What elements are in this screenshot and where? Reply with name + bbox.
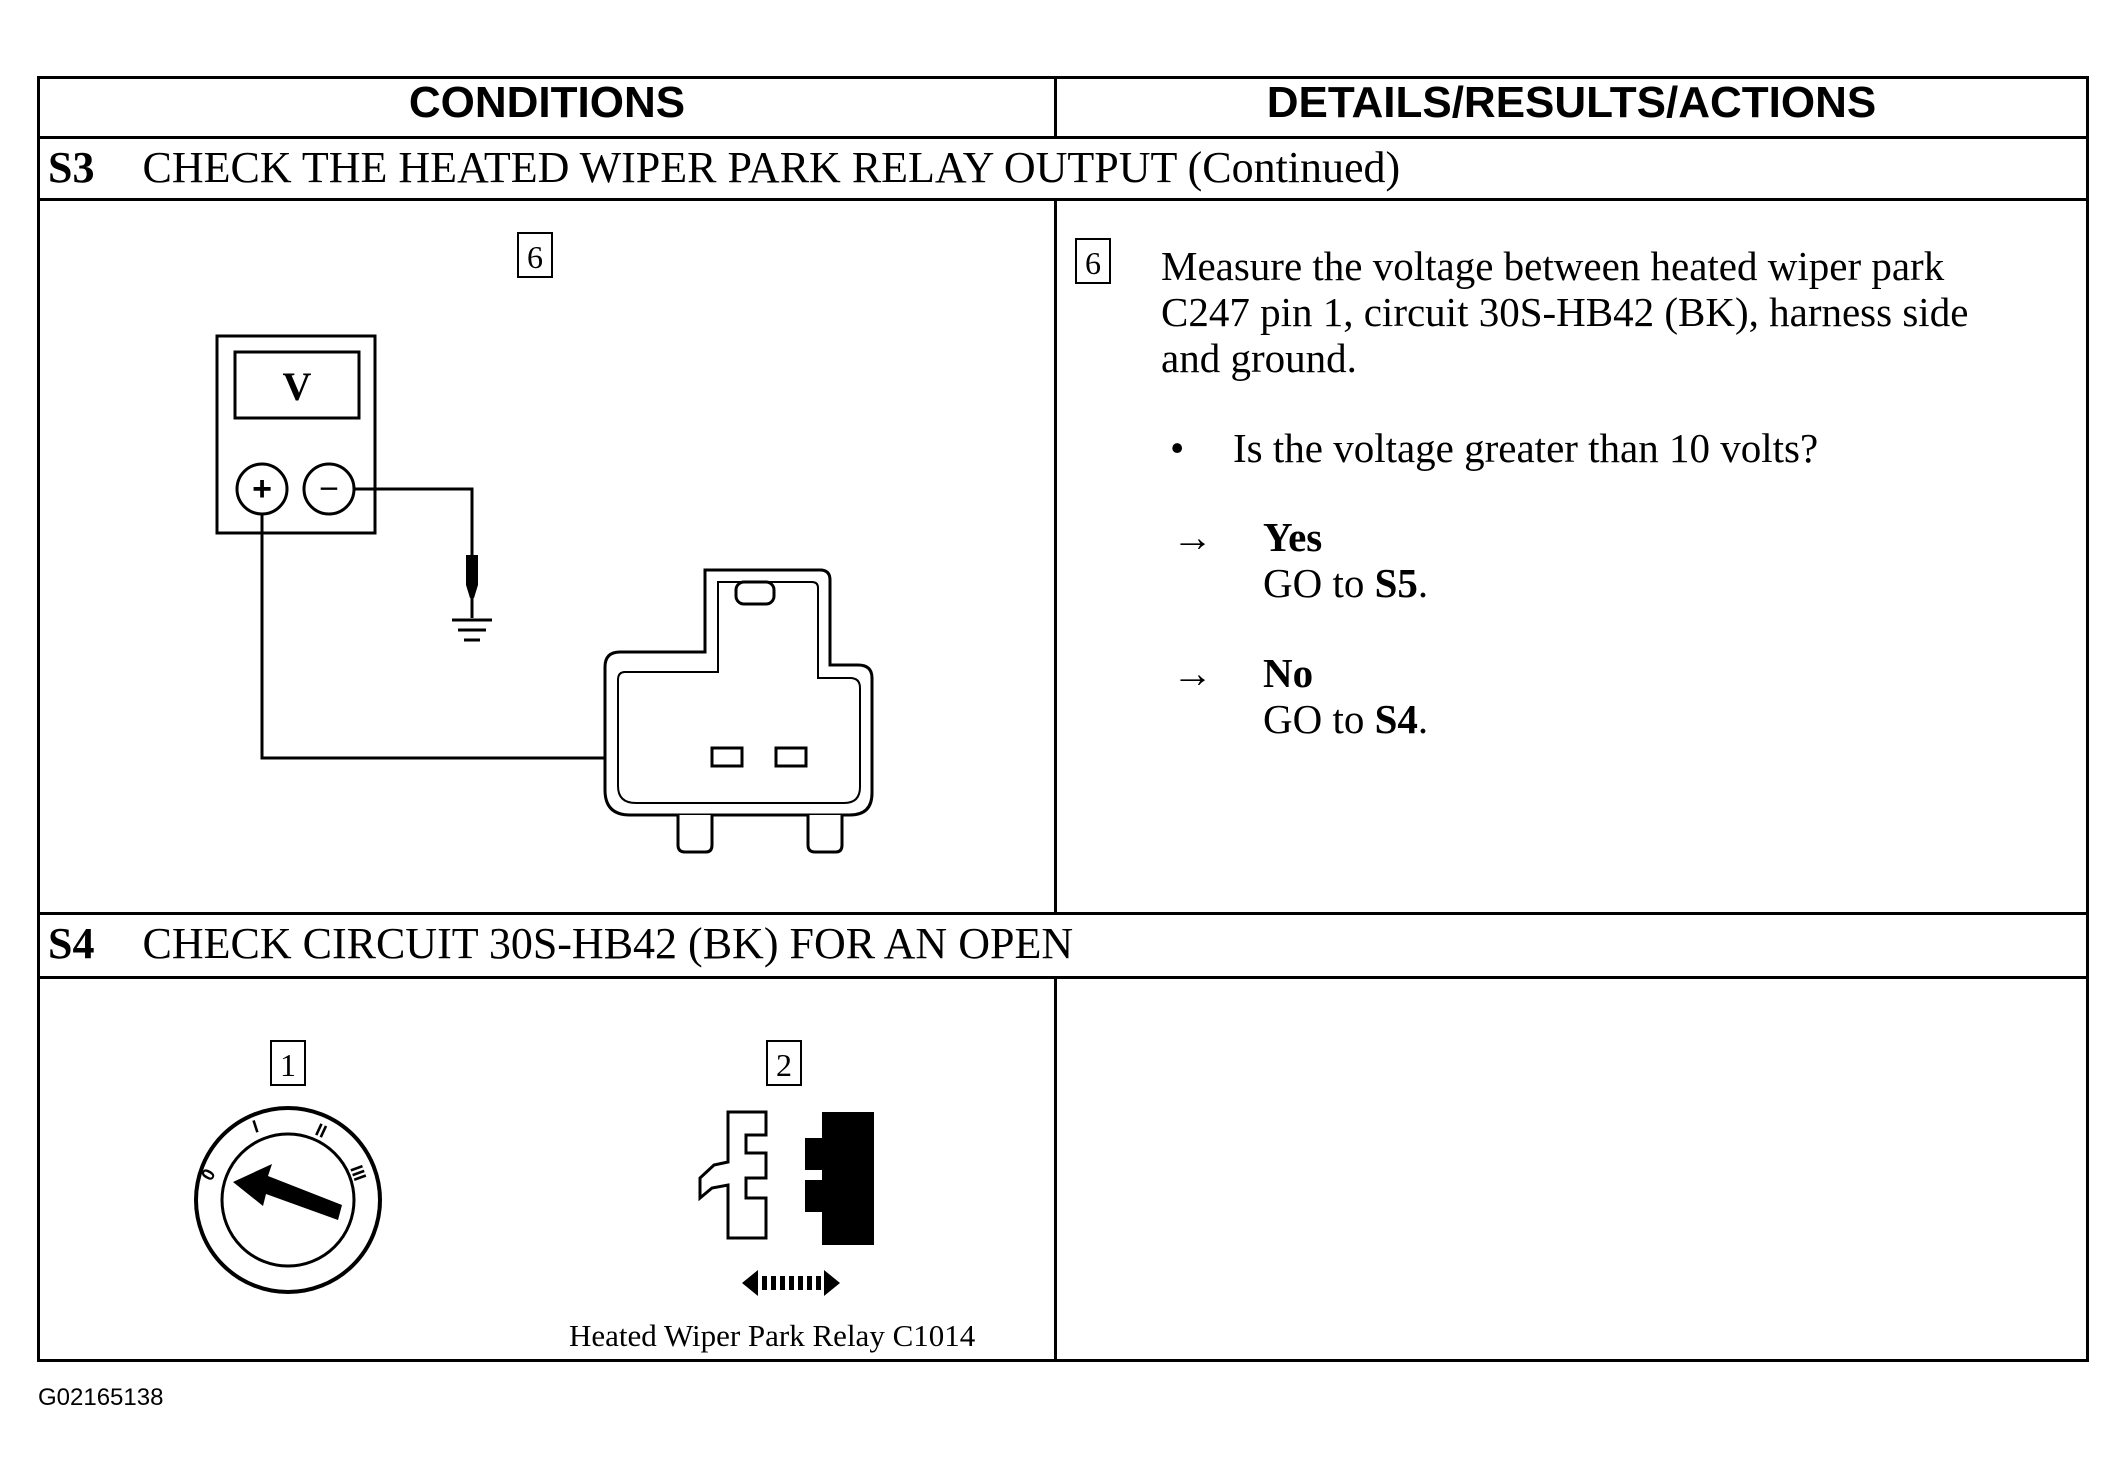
- s3-detail-step-number-box: 6: [1075, 238, 1111, 284]
- positive-lead-wire: [260, 514, 640, 760]
- header-column-divider: [1054, 76, 1057, 138]
- negative-lead-wire: [354, 487, 474, 555]
- detail-line: C247 pin 1, circuit 30S-HB42 (BK), harne…: [1161, 289, 1969, 335]
- detail-line: and ground.: [1161, 335, 1357, 381]
- table-right-border: [2086, 76, 2089, 1362]
- relay-connector-outer: [603, 568, 874, 817]
- no-action: GO to S4.: [1263, 696, 1429, 742]
- question-text: Is the voltage greater than 10 volts?: [1233, 425, 1819, 471]
- connector-tab-left: [676, 815, 714, 854]
- no-label: No: [1263, 650, 1314, 696]
- table-bottom-border: [37, 1359, 2089, 1362]
- table-top-border: [37, 76, 2089, 79]
- question-bullet: •: [1170, 425, 1185, 471]
- s3-step-title: CHECK THE HEATED WIPER PARK RELAY OUTPUT…: [142, 143, 1401, 192]
- figure-id: G02165138: [38, 1384, 164, 1411]
- s3-step-id: S3: [48, 143, 95, 192]
- s4-section-title-row: S4 CHECK CIRCUIT 30S-HB42 (BK) FOR AN OPE…: [48, 918, 1073, 969]
- s4-step-id: S4: [48, 919, 95, 968]
- voltmeter-probe-illustration: V + −: [215, 334, 874, 854]
- detail-line: Measure the voltage between heated wiper…: [1161, 243, 1945, 289]
- negative-terminal-symbol: −: [319, 470, 339, 508]
- relay-half: [805, 1112, 874, 1245]
- relay-caption: Heated Wiper Park Relay C1014: [569, 1318, 976, 1353]
- s4-title-top-divider: [37, 912, 2089, 915]
- switch-position-3: III: [346, 1163, 370, 1184]
- s4-step-title: CHECK CIRCUIT 30S-HB42 (BK) FOR AN OPEN: [142, 919, 1074, 968]
- positive-terminal-symbol: +: [252, 470, 272, 508]
- connector-pin-1: [710, 746, 744, 768]
- connector-pin-2: [774, 746, 808, 768]
- s3-column-divider: [1054, 198, 1057, 914]
- voltmeter-display-label: V: [283, 364, 312, 409]
- ignition-key-arrow-icon: [233, 1164, 342, 1220]
- yes-action: GO to S5.: [1263, 560, 1429, 606]
- connector-tab-right: [806, 815, 844, 854]
- conditions-header: CONDITIONS: [408, 78, 686, 127]
- relay-connector-inner: [617, 581, 861, 804]
- s4-column-divider: [1054, 976, 1057, 1362]
- connector-latch: [734, 580, 776, 606]
- voltmeter-display: [233, 350, 361, 420]
- s4-step-2-box: 2: [766, 1040, 802, 1086]
- switch-position-1: I: [250, 1116, 261, 1137]
- details-header: DETAILS/RESULTS/ACTIONS: [1266, 78, 1877, 127]
- s3-title-divider: [37, 198, 2089, 201]
- s3-section-title-row: S3 CHECK THE HEATED WIPER PARK RELAY OUTP…: [48, 142, 1400, 193]
- s3-step-number-box: 6: [517, 232, 553, 278]
- s3-detail-paragraph: Measure the voltage between heated wiper…: [1161, 243, 1968, 381]
- no-arrow-icon: →: [1172, 650, 1213, 696]
- yes-action-prefix: GO to: [1263, 560, 1365, 606]
- ground-probe: [466, 555, 478, 598]
- table-left-border: [37, 76, 40, 1362]
- no-action-target: S4: [1374, 696, 1418, 742]
- s4-title-bottom-divider: [37, 976, 2089, 979]
- yes-label: Yes: [1263, 514, 1323, 560]
- no-action-prefix: GO to: [1263, 696, 1365, 742]
- yes-arrow-icon: →: [1172, 514, 1213, 560]
- s4-illustrations: 0 I II III: [194, 1106, 874, 1296]
- relay-connector-half: [698, 1110, 768, 1240]
- s4-step-1-box: 1: [270, 1040, 306, 1086]
- header-divider: [37, 136, 2089, 139]
- yes-action-target: S5: [1374, 560, 1418, 606]
